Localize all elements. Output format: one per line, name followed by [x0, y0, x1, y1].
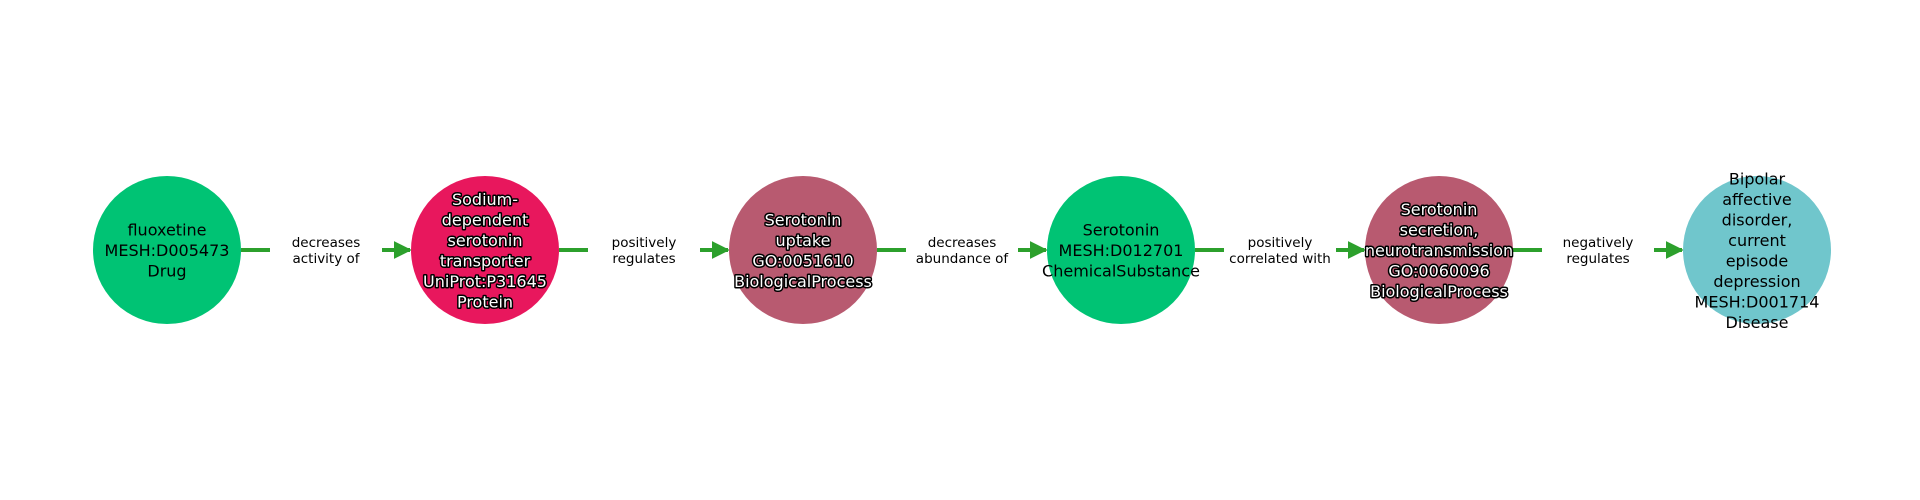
edge-label-line: regulates	[612, 251, 675, 267]
node-label-line: Serotonin	[1083, 221, 1160, 240]
node-label-line: MESH:D012701	[1059, 241, 1184, 260]
node-label-line: Drug	[147, 262, 186, 281]
edge-label-line: abundance of	[916, 251, 1010, 267]
node-label-line: current	[1728, 231, 1786, 250]
node-circle[interactable]	[729, 176, 877, 324]
node-label-line: Disease	[1726, 313, 1789, 332]
node-label-line: Serotonin	[1401, 200, 1478, 219]
edge-label-line: decreases	[292, 235, 361, 251]
node-label-line: GO:0051610	[752, 251, 853, 270]
edge-label-line: regulates	[1566, 251, 1629, 267]
node-label-line: affective	[1722, 190, 1792, 209]
node-label-line: Sodium-	[452, 190, 518, 209]
node-label-line: disorder,	[1722, 210, 1793, 229]
node-label-line: depression	[1713, 272, 1800, 291]
node-label-line: episode	[1726, 251, 1789, 270]
edge-label-line: decreases	[928, 235, 997, 251]
node-label-line: MESH:D005473	[105, 241, 230, 260]
node-label-line: fluoxetine	[127, 221, 206, 240]
node-circle[interactable]	[1683, 176, 1831, 324]
node-circle[interactable]	[411, 176, 559, 324]
node-label-line: MESH:D001714	[1695, 292, 1820, 311]
edge-label-line: negatively	[1563, 235, 1634, 251]
node-label-line: neurotransmission	[1365, 241, 1513, 260]
node-label-line: uptake	[776, 231, 831, 250]
node-circle[interactable]	[93, 176, 241, 324]
edge-label-line: activity of	[292, 251, 360, 267]
node-label-line: BiologicalProcess	[734, 272, 872, 291]
node-circle[interactable]	[1047, 176, 1195, 324]
edge-label-line: correlated with	[1229, 251, 1331, 267]
node-label-line: transporter	[440, 251, 531, 270]
node-label-line: ChemicalSubstance	[1042, 262, 1200, 281]
node-circle[interactable]	[1365, 176, 1513, 324]
node-label-line: GO:0060096	[1388, 262, 1489, 281]
node-label-line: Serotonin	[765, 210, 842, 229]
node-label-line: BiologicalProcess	[1370, 282, 1508, 301]
edge-label-line: positively	[1248, 235, 1313, 251]
node-label-line: Protein	[457, 292, 513, 311]
node-label-line: serotonin	[448, 231, 523, 250]
node-label-line: UniProt:P31645	[423, 272, 547, 291]
node-label-line: dependent	[442, 210, 529, 229]
node-label-line: Bipolar	[1729, 169, 1786, 188]
edge-label-line: positively	[612, 235, 677, 251]
node-label-line: secretion,	[1400, 221, 1479, 240]
